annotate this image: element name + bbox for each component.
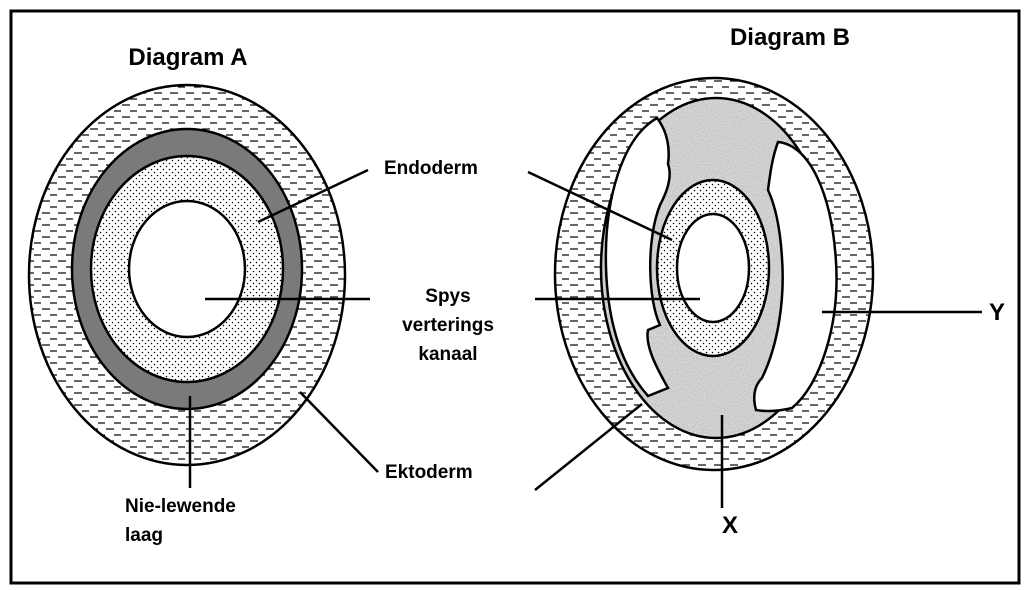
gut-label-line2: verterings [402,315,494,336]
diagram-b-gut-cavity [677,214,749,322]
label-x: X [722,512,738,539]
gut-label-line1: Spys [425,286,470,307]
nonliving-label-line2: laag [125,525,163,546]
endoderm-label: Endoderm [384,158,478,179]
diagram-a-gut-cavity [129,201,245,337]
ectoderm-label: Ektoderm [385,462,473,483]
diagram-b-title: Diagram B [730,24,850,51]
label-y: Y [989,299,1005,326]
diagram-a-title: Diagram A [128,44,247,71]
nonliving-label-line1: Nie-lewende [125,496,236,517]
gut-label-line3: kanaal [418,344,477,365]
